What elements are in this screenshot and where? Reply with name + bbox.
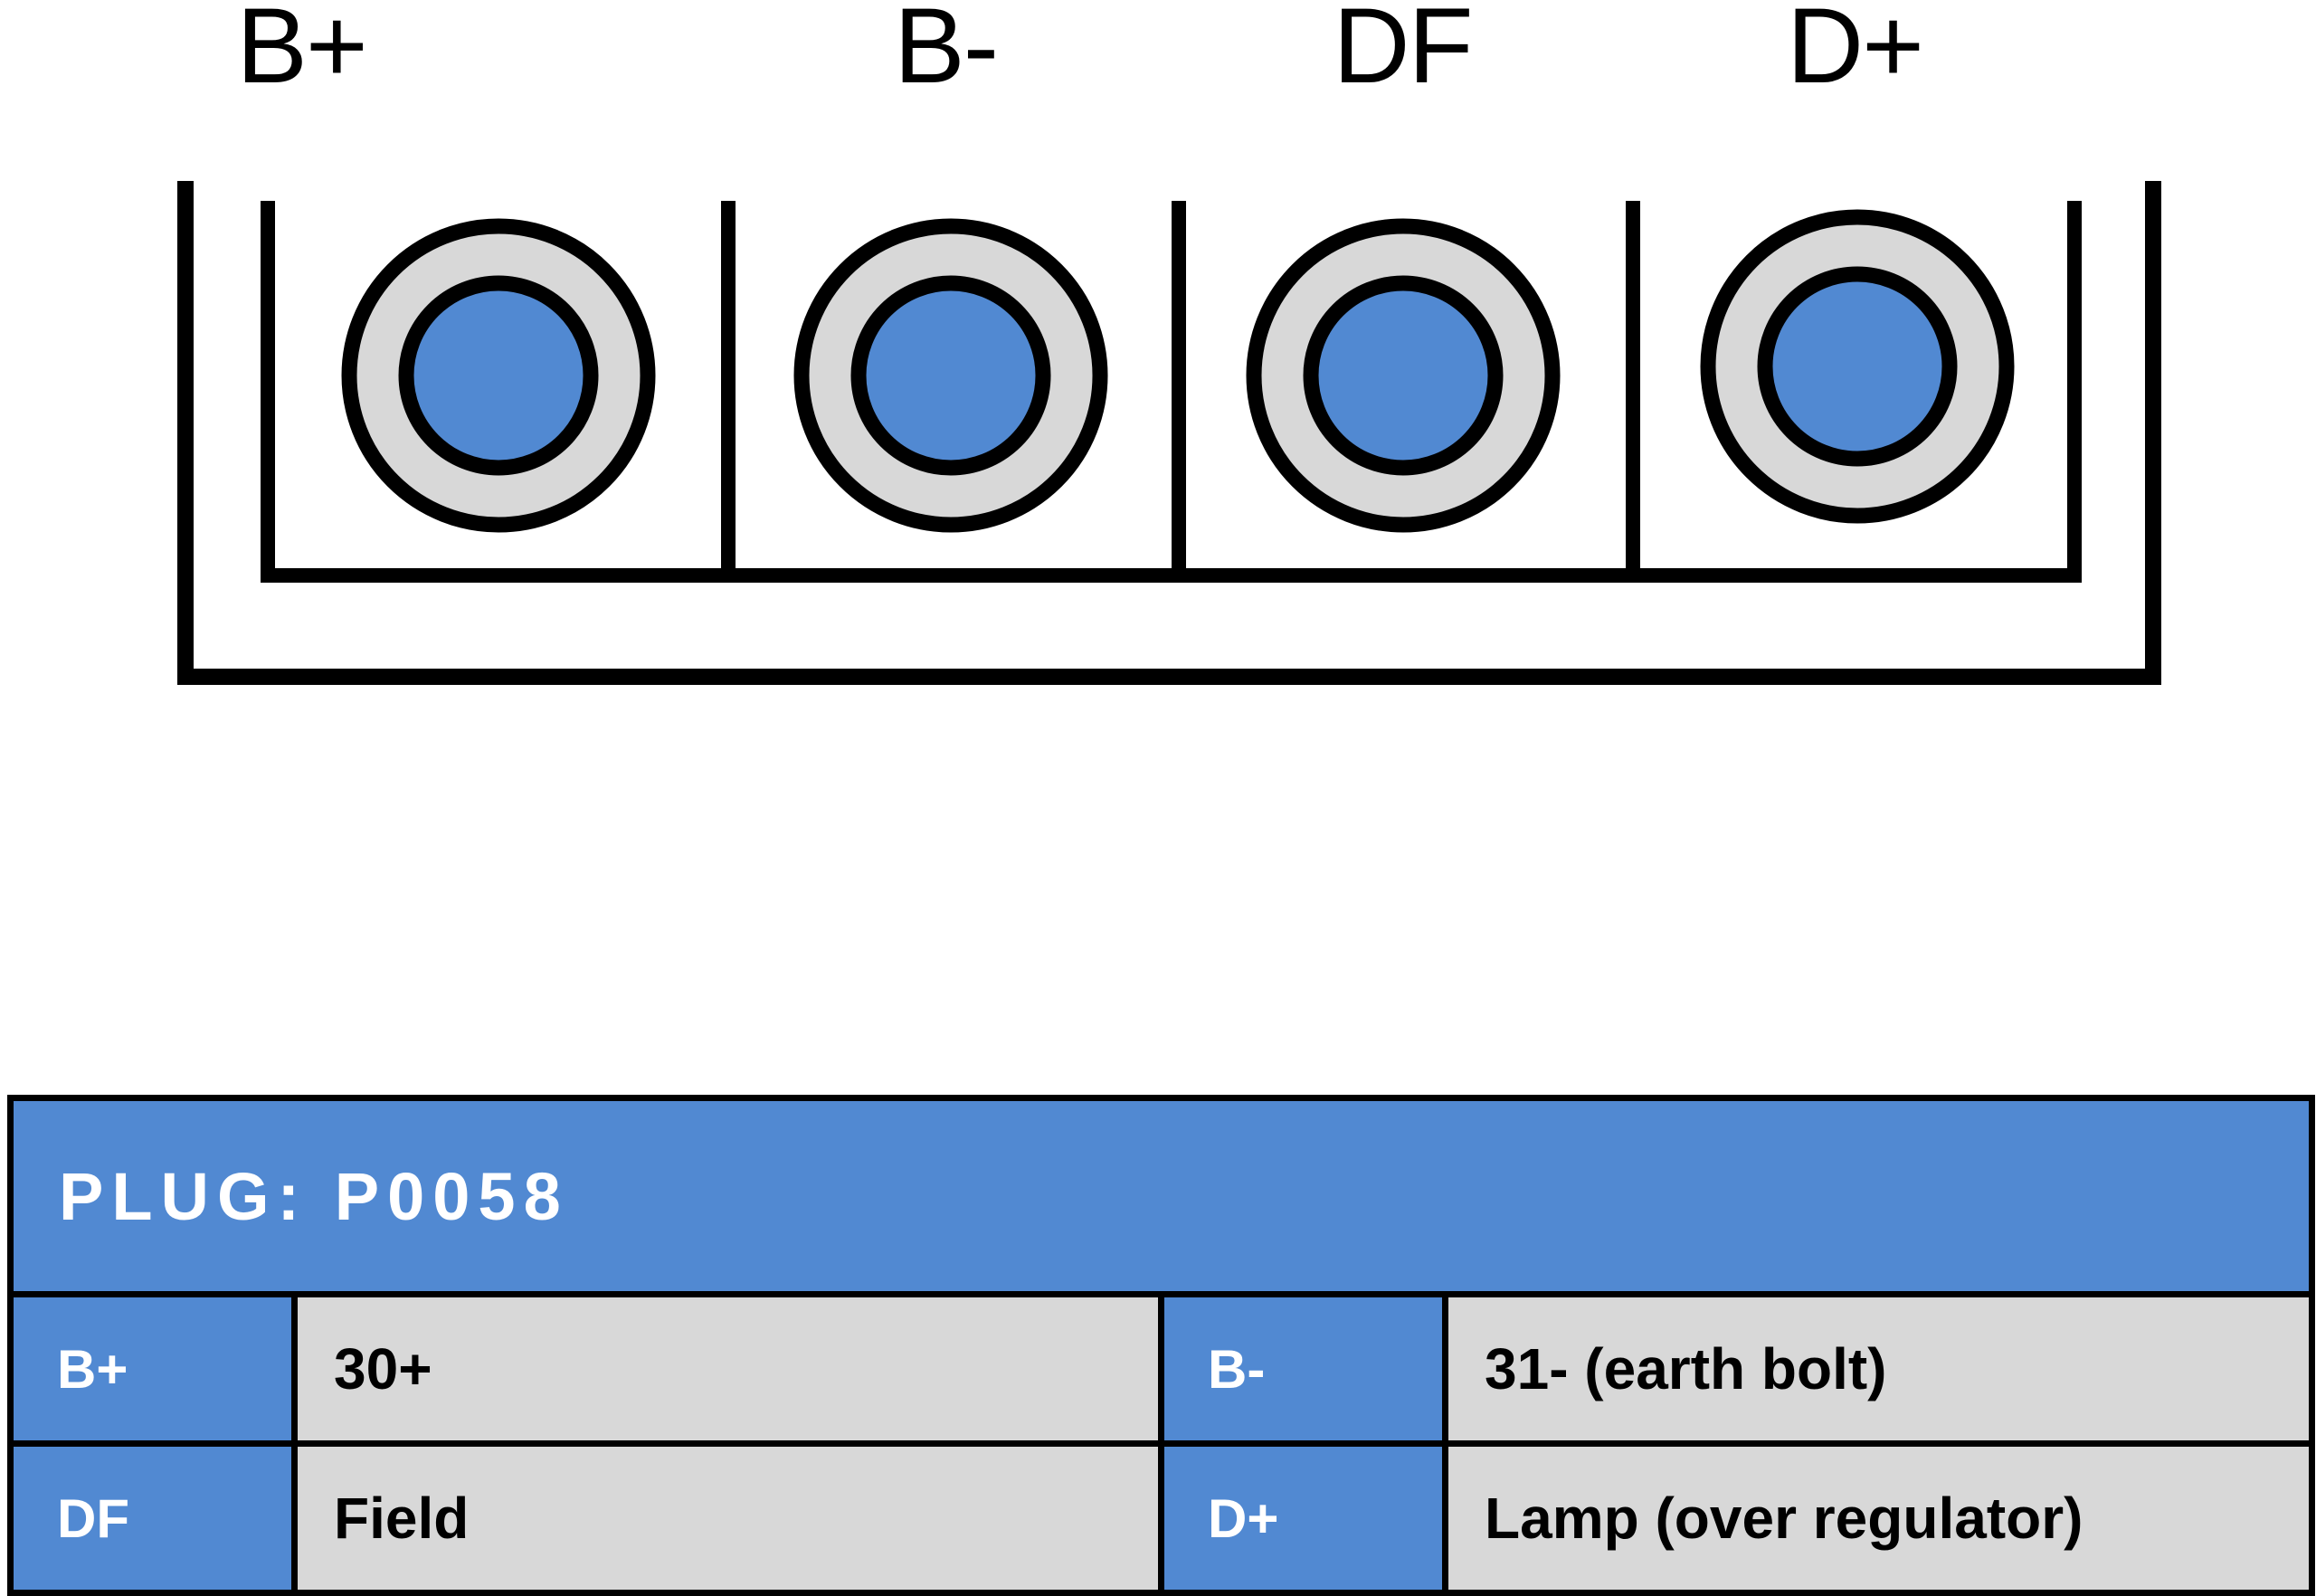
pin-cell-df: DF: [7, 1440, 298, 1596]
pin-cell-label: DF: [57, 1487, 129, 1549]
desc-cell-b-plus: 30+: [291, 1291, 1164, 1447]
terminal-d-plus: [1700, 209, 2015, 524]
connector-diagram: B+ B- DF D+: [0, 0, 2316, 724]
pin-cell-label: D+: [1208, 1487, 1279, 1549]
desc-cell-label: Field: [334, 1486, 470, 1551]
desc-cell-df: Field: [291, 1440, 1164, 1596]
connector-housing-svg: [177, 181, 2161, 685]
table-header-row: PLUG: P0058: [7, 1095, 2315, 1297]
plug-header-label: PLUG: P0058: [59, 1158, 569, 1234]
pin-cell-b-plus: B+: [7, 1291, 298, 1447]
table-row: DF Field D+ Lamp (over regulator): [7, 1440, 2315, 1596]
desc-cell-label: Lamp (over regulator): [1485, 1486, 2083, 1551]
desc-cell-b-minus: 31- (earth bolt): [1442, 1291, 2315, 1447]
pin-cell-label: B-: [1208, 1338, 1266, 1400]
pin-label-b-minus: B-: [894, 0, 999, 106]
terminal-b-minus: [793, 218, 1108, 533]
outer-housing-bracket: [177, 181, 2161, 685]
pin-label-d-plus: D+: [1786, 0, 1924, 106]
plug-header-cell: PLUG: P0058: [7, 1095, 2315, 1297]
inner-housing-bracket: [261, 201, 2082, 583]
pin-cell-label: B+: [57, 1338, 128, 1400]
pin-label-b-plus: B+: [236, 0, 368, 106]
pin-label-df: DF: [1333, 0, 1473, 106]
desc-cell-label: 30+: [334, 1336, 432, 1401]
table-row: B+ 30+ B- 31- (earth bolt): [7, 1291, 2315, 1447]
desc-cell-d-plus: Lamp (over regulator): [1442, 1440, 2315, 1596]
desc-cell-label: 31- (earth bolt): [1485, 1336, 1887, 1401]
pin-cell-b-minus: B-: [1158, 1291, 1448, 1447]
plug-pinout-table: PLUG: P0058 B+ 30+ B- 31- (earth bolt) D…: [7, 1095, 2315, 1596]
terminal-df: [1246, 218, 1561, 533]
terminal-b-plus: [341, 218, 656, 533]
pin-cell-d-plus: D+: [1158, 1440, 1448, 1596]
